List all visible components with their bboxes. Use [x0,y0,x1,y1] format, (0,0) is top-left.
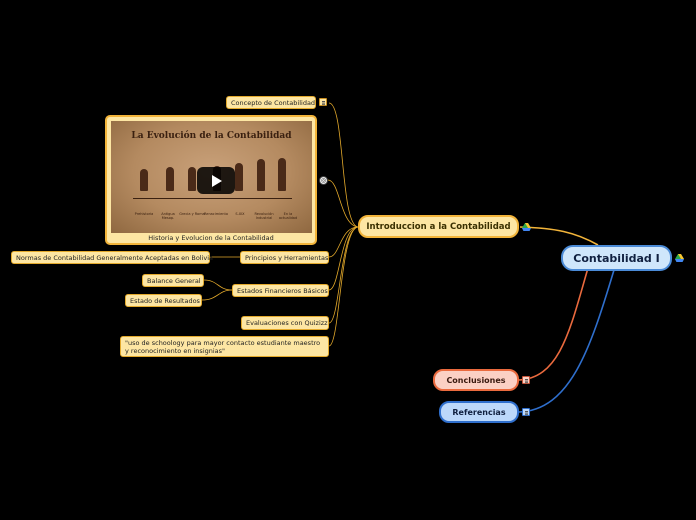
timeline-line [133,198,292,199]
figure-icon [188,167,196,191]
era-label: En la actualidad [278,212,298,220]
video-title: La Evolución de la Contabilidad [131,131,292,141]
note-icon[interactable] [319,98,327,106]
video-card-historia[interactable]: La Evolución de la Contabilidad Prehisto… [105,115,317,245]
subtopic-balance-label: Balance General [147,276,201,285]
subtopic-principios[interactable]: Principios y Herramientas [240,251,329,264]
era-label: Revolución Industrial [254,212,274,220]
figure-icon [278,158,286,191]
era-label: Renacimiento [204,212,228,216]
figure-icon [166,167,174,191]
era-label: Prehistoria [134,212,154,216]
play-icon[interactable] [197,167,235,194]
figure-icon [257,159,265,191]
subtopic-schoology-label: "uso de schoology para mayor contacto es… [125,338,321,355]
topic-introduccion[interactable]: Introduccion a la Contabilidad [358,215,519,238]
topic-referencias-label: Referencias [452,407,506,417]
subtopic-normas[interactable]: Normas de Contabilidad Generalmente Acep… [11,251,214,264]
era-label: Grecia y Roma [179,212,205,216]
subtopic-balance[interactable]: Balance General [142,274,204,287]
note-icon[interactable] [522,376,530,384]
era-label: S.XIX [235,212,245,216]
topic-conclusiones-label: Conclusiones [446,375,506,385]
topic-conclusiones[interactable]: Conclusiones [433,369,519,391]
video-thumbnail[interactable]: La Evolución de la Contabilidad Prehisto… [111,121,312,233]
subtopic-estados[interactable]: Estados Financieros Básicos [232,284,329,297]
subtopic-schoology[interactable]: "uso de schoology para mayor contacto es… [120,336,329,357]
drive-icon[interactable] [675,254,684,262]
subtopic-evaluaciones-label: Evaluaciones con Quizizz [246,319,328,327]
note-icon[interactable] [522,408,530,416]
topic-referencias[interactable]: Referencias [439,401,519,423]
topic-introduccion-label: Introduccion a la Contabilidad [366,221,511,232]
subtopic-evaluaciones[interactable]: Evaluaciones con Quizizz [241,316,329,330]
subtopic-normas-label: Normas de Contabilidad Generalmente Acep… [16,253,214,262]
central-topic[interactable]: Contabilidad I [561,245,672,271]
subtopic-concepto-label: Concepto de Contabilidad [231,98,316,107]
figure-icon [140,169,148,191]
drive-icon[interactable] [522,223,531,231]
central-topic-label: Contabilidad I [573,251,660,265]
subtopic-principios-label: Principios y Herramientas [245,253,329,262]
subtopic-estados-label: Estados Financieros Básicos [237,286,328,295]
figure-icon [235,163,243,191]
video-caption: Historia y Evolucion de la Contabilidad [148,234,274,242]
era-label: Antigua Mesop. [161,212,175,220]
subtopic-resultados-label: Estado de Resultados [130,296,200,305]
subtopic-concepto[interactable]: Concepto de Contabilidad [226,96,316,109]
subtopic-resultados[interactable]: Estado de Resultados [125,294,202,307]
globe-icon[interactable]: ◎ [319,176,328,185]
